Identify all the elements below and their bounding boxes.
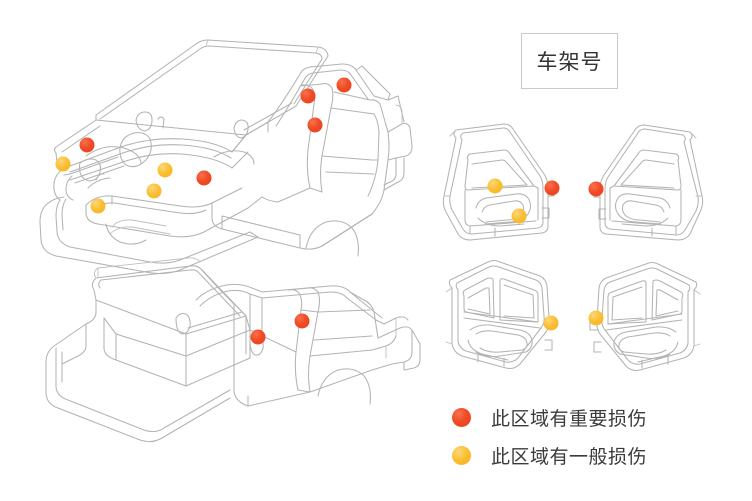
- legend: 此区域有重要损伤此区域有一般损伤: [452, 398, 712, 474]
- diagram-body-front-open-hood: [39, 39, 413, 275]
- damage-marker-minor[interactable]: [55, 156, 71, 172]
- damage-marker-minor[interactable]: [511, 208, 527, 224]
- red-dot-icon: [452, 407, 471, 427]
- damage-marker-major[interactable]: [250, 329, 266, 345]
- damage-marker-minor[interactable]: [146, 183, 162, 199]
- damage-marker-major[interactable]: [300, 88, 316, 104]
- yellow-dot-icon: [452, 445, 471, 465]
- damage-marker-major[interactable]: [79, 137, 95, 153]
- damage-marker-minor[interactable]: [157, 162, 173, 178]
- legend-row-minor: 此区域有一般损伤: [452, 436, 712, 474]
- diagram-door-front-right: [593, 124, 704, 241]
- damage-marker-minor[interactable]: [588, 310, 604, 326]
- vin-label-box: 车架号: [521, 33, 618, 89]
- damage-marker-major[interactable]: [307, 117, 323, 133]
- damage-marker-minor[interactable]: [487, 178, 503, 194]
- damage-marker-major[interactable]: [294, 313, 310, 329]
- damage-marker-major[interactable]: [196, 170, 212, 186]
- diagram-door-rear-right: [589, 261, 701, 372]
- damage-marker-major[interactable]: [588, 181, 604, 197]
- legend-label-major: 此区域有重要损伤: [491, 407, 648, 430]
- vin-label-text: 车架号: [536, 50, 603, 74]
- damage-marker-minor[interactable]: [543, 315, 559, 331]
- damage-marker-minor[interactable]: [90, 198, 106, 214]
- legend-row-major: 此区域有重要损伤: [452, 398, 712, 436]
- legend-label-minor: 此区域有一般损伤: [491, 445, 648, 468]
- diagram-body-rear-open-trunk: [45, 257, 421, 443]
- damage-marker-major[interactable]: [336, 77, 352, 93]
- damage-marker-major[interactable]: [544, 180, 560, 196]
- diagram-door-rear-left: [445, 259, 557, 370]
